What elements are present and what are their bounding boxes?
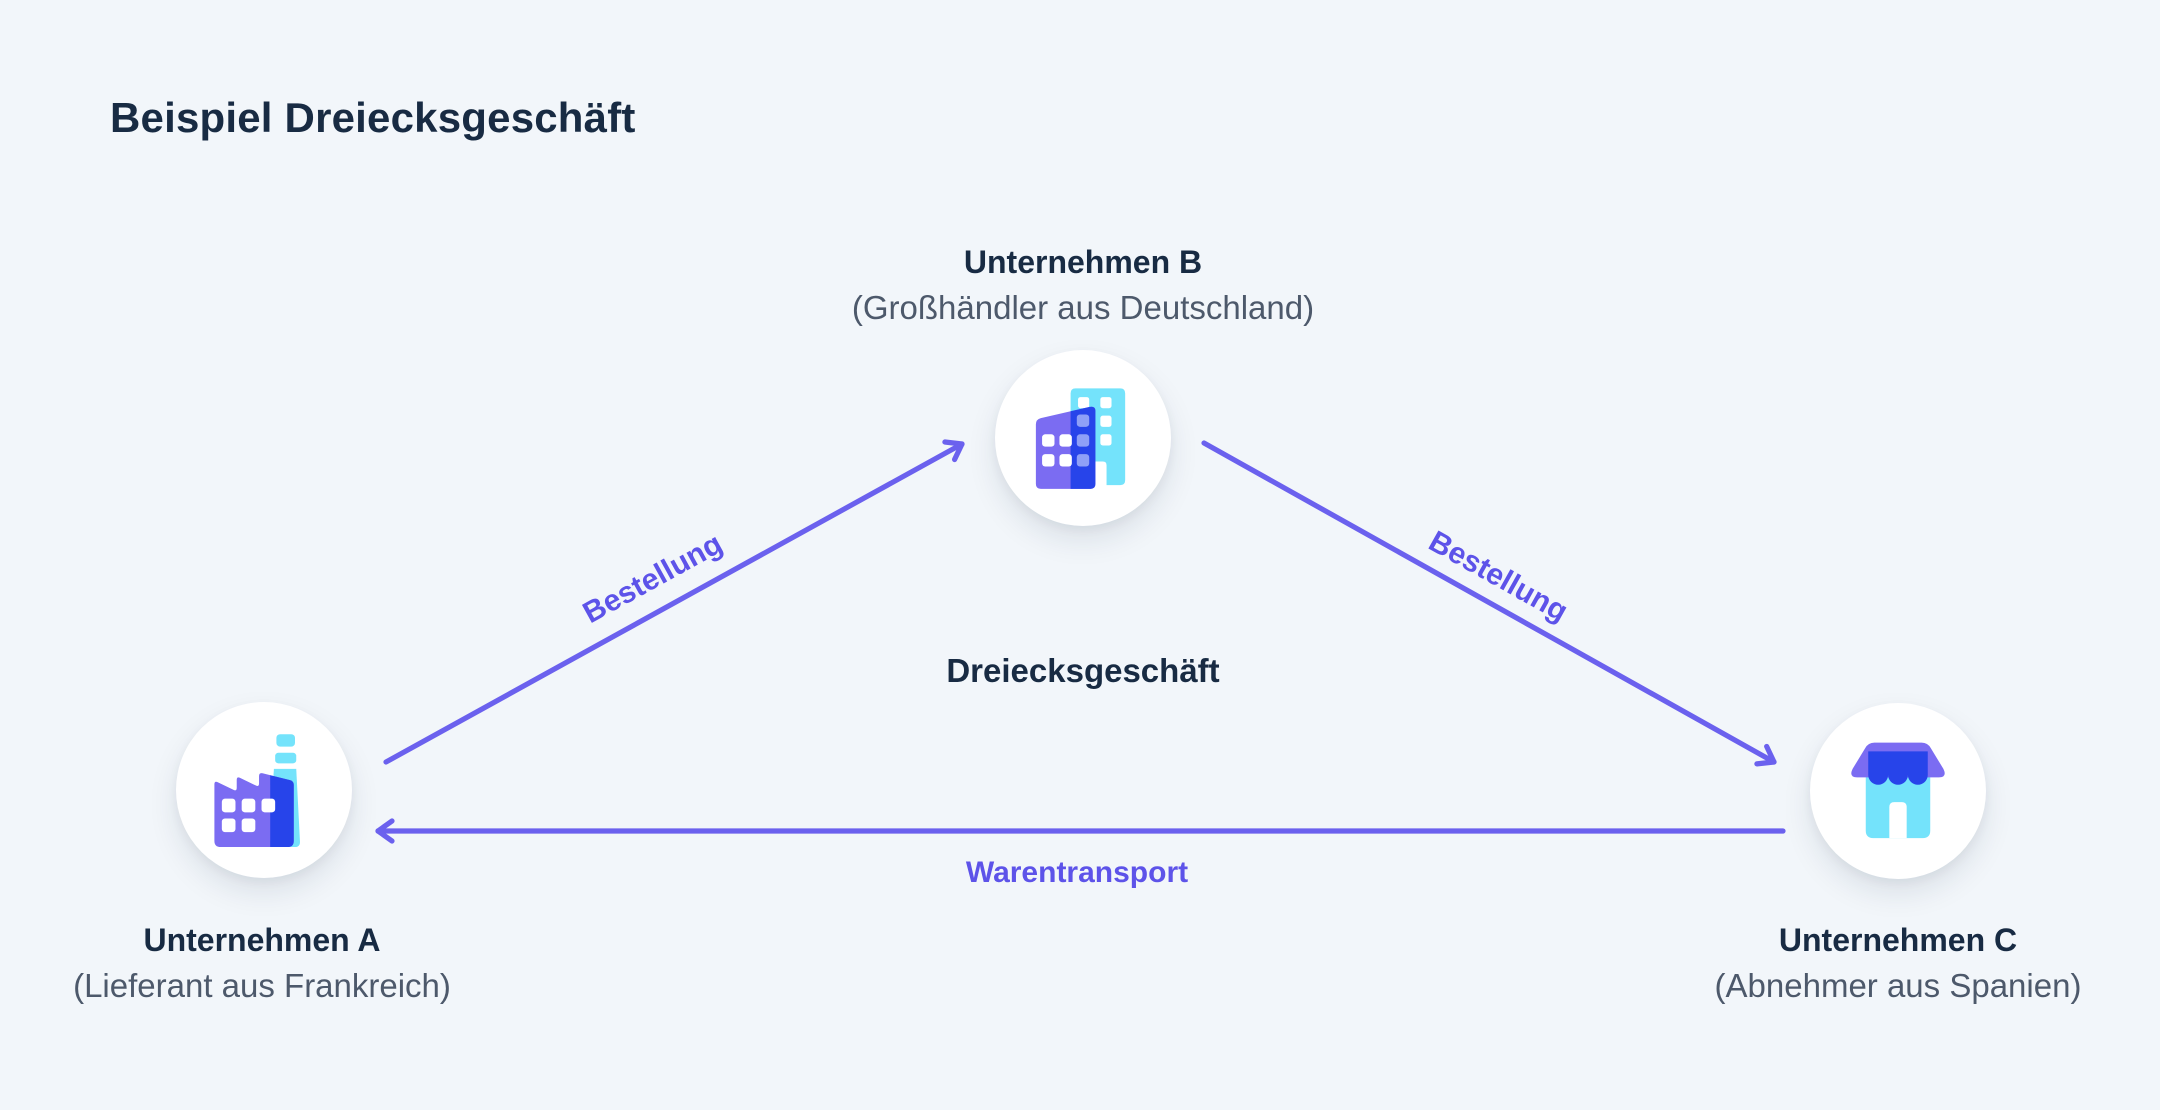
- factory-icon: [214, 734, 300, 848]
- node-b-text: Unternehmen B (Großhändler aus Deutschla…: [733, 240, 1433, 330]
- node-b-label: Unternehmen B: [963, 244, 1203, 280]
- node-a-circle: [176, 702, 352, 878]
- page-title: Beispiel Dreiecksgeschäft: [110, 94, 636, 141]
- node-b-sublabel: (Großhändler aus Deutschland): [851, 289, 1315, 326]
- center-label: Dreiecksgeschäft: [946, 652, 1220, 689]
- node-a-sublabel: (Lieferant aus Frankreich): [73, 967, 451, 1004]
- edge-label-goods-transport: Warentransport: [965, 856, 1189, 889]
- edge-line-a-to-b: [383, 439, 965, 765]
- node-c-label: Unternehmen C: [1778, 922, 2018, 958]
- node-c-sublabel: (Abnehmer aus Spanien): [1714, 967, 2082, 1004]
- node-b-circle: [995, 350, 1171, 526]
- edge-line-b-to-c: [1201, 440, 1777, 767]
- office-building-icon: [1035, 388, 1126, 489]
- node-a-label: Unternehmen A: [143, 922, 381, 958]
- store-icon: [1851, 742, 1945, 839]
- node-c-circle: [1810, 703, 1986, 879]
- node-a-text: Unternehmen A (Lieferant aus Frankreich): [0, 918, 612, 1008]
- node-c-text: Unternehmen C (Abnehmer aus Spanien): [1548, 918, 2160, 1008]
